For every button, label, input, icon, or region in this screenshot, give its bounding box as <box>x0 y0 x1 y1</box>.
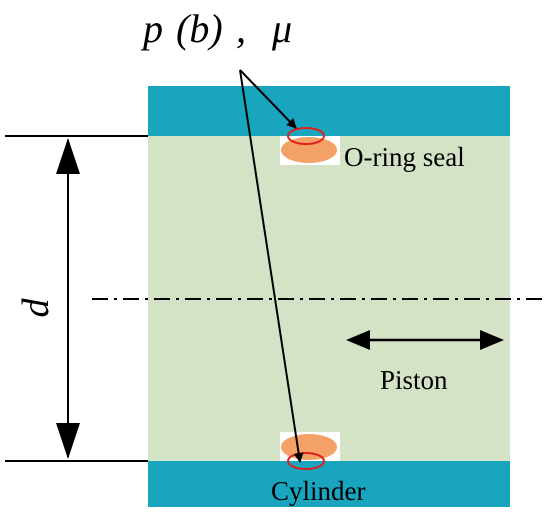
piston-motion-arrow-left <box>346 330 370 350</box>
leader-arrow-bottom-seal <box>239 69 304 463</box>
oring-outline-top <box>287 127 325 145</box>
dimension-arrow-bottom <box>56 423 80 459</box>
label-b: (b) <box>176 6 223 51</box>
oring-seal-top <box>281 137 337 163</box>
label-mu: μ <box>271 6 292 51</box>
cylinder-wall-bottom <box>148 461 510 507</box>
piston-motion-arrow-right <box>480 330 504 350</box>
oring-outline-bottom <box>287 452 325 470</box>
cylinder-label: Cylinder <box>271 476 366 506</box>
cylinder-wall-top <box>148 86 510 136</box>
diameter-label: d <box>15 298 57 318</box>
piston-label: Piston <box>380 365 448 395</box>
oring-seal-label: O-ring seal <box>344 142 465 172</box>
leader-arrow-top-seal <box>239 69 297 129</box>
label-p: p <box>140 6 163 51</box>
dimension-arrow-top <box>56 138 80 174</box>
label-comma: , <box>236 6 246 51</box>
oring-seal-bottom <box>281 434 337 460</box>
